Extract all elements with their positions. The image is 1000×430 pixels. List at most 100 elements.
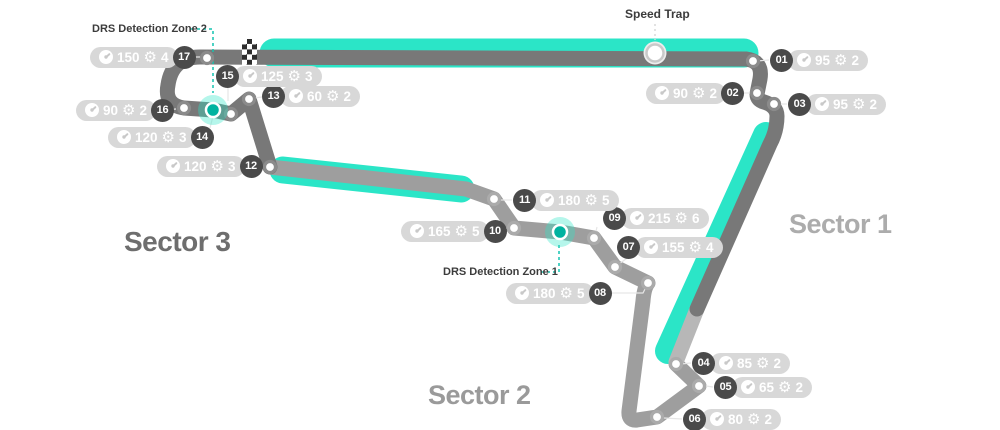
corner-11: 11 180 ⚙ 5 [513,188,619,212]
corner-gear: 2 [764,411,772,427]
speedometer-icon [410,224,424,238]
sector-2-label: Sector 2 [428,380,531,410]
corner-info-pill: 90 ⚙ 2 [646,82,726,104]
corner-gear: 2 [773,355,781,371]
corner-number-badge: 15 [216,64,239,88]
track-light-segment [668,301,705,370]
corner-02: 02 90 ⚙ 2 [646,81,744,105]
speedometer-icon [515,286,529,300]
corner-gear: 2 [851,52,859,68]
corner-speed: 150 [117,49,140,65]
corner-03: 03 95 ⚙ 2 [788,92,886,116]
speedometer-icon [85,103,99,117]
gear-icon: ⚙ [287,66,301,85]
corner-gear: 6 [691,210,700,226]
corner-gear: 2 [343,88,351,104]
corner-info-pill: 95 ⚙ 2 [806,93,886,115]
corner-16: 16 90 ⚙ 2 [76,98,174,122]
gear-icon: ⚙ [161,127,175,146]
corner-speed: 180 [558,192,581,208]
corner-gear: 5 [576,285,585,301]
corner-speed: 180 [533,285,556,301]
corner-gear: 3 [227,158,236,174]
corner-gear: 2 [709,85,717,101]
corner-07: 07 155 ⚙ 4 [617,235,723,259]
corner-17: 17 150 ⚙ 4 [90,45,196,69]
corner-info-pill: 150 ⚙ 4 [90,46,178,68]
corner-number-badge: 05 [714,375,737,399]
drs-detection-marker-1 [545,217,575,247]
corner-number-badge: 02 [721,81,744,105]
sector-1-label: Sector 1 [789,209,892,239]
corner-number-badge: 07 [617,235,640,259]
corner-speed: 60 [307,88,323,104]
corner-14: 14 120 ⚙ 3 [108,125,214,149]
start-finish-flag-icon [242,39,257,65]
corner-speed: 90 [103,102,119,118]
corner-gear: 2 [869,96,877,112]
sector-3-label: Sector 3 [124,226,231,257]
speedometer-icon [243,69,257,83]
gear-icon: ⚙ [454,221,468,240]
corner-01: 01 95 ⚙ 2 [770,48,868,72]
corner-number-badge: 10 [483,219,507,243]
gear-icon: ⚙ [559,283,573,302]
gear-icon: ⚙ [688,237,702,256]
corner-13: 13 60 ⚙ 2 [262,84,360,108]
speedometer-icon [797,53,811,67]
corner-gear: 4 [160,49,169,65]
corner-speed: 215 [648,210,671,226]
gear-icon: ⚙ [210,156,224,175]
corner-speed: 120 [135,129,158,145]
gear-icon: ⚙ [852,94,866,113]
speedometer-icon [99,50,113,64]
corner-info-pill: 215 ⚙ 6 [621,207,709,229]
corner-08: 08 180 ⚙ 5 [506,281,612,305]
corner-speed: 165 [428,223,451,239]
corner-12: 12 120 ⚙ 3 [157,154,263,178]
gear-icon: ⚙ [747,409,761,428]
corner-info-pill: 120 ⚙ 3 [157,155,245,177]
corner-04: 04 85 ⚙ 2 [692,351,790,375]
corner-speed: 120 [184,158,207,174]
corner-number-badge: 06 [683,407,706,430]
drs-detection-zone-2-label: DRS Detection Zone 2 [92,23,207,35]
gear-icon: ⚙ [584,190,598,209]
corner-number-badge: 16 [151,98,174,122]
speedometer-icon [741,380,755,394]
corner-speed: 95 [815,52,831,68]
gear-icon: ⚙ [122,100,136,119]
corner-number-badge: 04 [692,351,715,375]
corner-speed: 65 [759,379,775,395]
corner-info-pill: 165 ⚙ 5 [401,220,489,242]
corner-info-pill: 180 ⚙ 5 [506,282,594,304]
track-sector1-3-path [159,49,785,317]
drs-detection-zone-1-label: DRS Detection Zone 1 [443,266,558,278]
corner-gear: 3 [304,68,313,84]
speedometer-icon [540,193,554,207]
corner-speed: 125 [261,68,284,84]
corner-speed: 95 [833,96,849,112]
corner-gear: 5 [601,192,610,208]
corner-info-pill: 125 ⚙ 3 [234,65,322,87]
speed-trap-label: Speed Trap [625,7,690,21]
gear-icon: ⚙ [756,353,770,372]
corner-info-pill: 80 ⚙ 2 [701,408,781,430]
corner-number-badge: 08 [588,281,612,305]
corner-gear: 2 [795,379,803,395]
corner-number-badge: 17 [172,45,196,69]
corner-gear: 2 [139,102,147,118]
corner-info-pill: 95 ⚙ 2 [788,49,868,71]
corner-number-badge: 01 [770,48,793,72]
corner-speed: 155 [662,239,685,255]
speedometer-icon [289,89,303,103]
corner-number-badge: 11 [513,188,536,212]
gear-icon: ⚙ [692,83,706,102]
corner-speed: 85 [737,355,753,371]
speedometer-icon [815,97,829,111]
corner-number-badge: 14 [190,125,214,149]
corner-15: 15 125 ⚙ 3 [216,64,322,88]
corner-gear: 3 [178,129,187,145]
corner-gear: 4 [705,239,714,255]
